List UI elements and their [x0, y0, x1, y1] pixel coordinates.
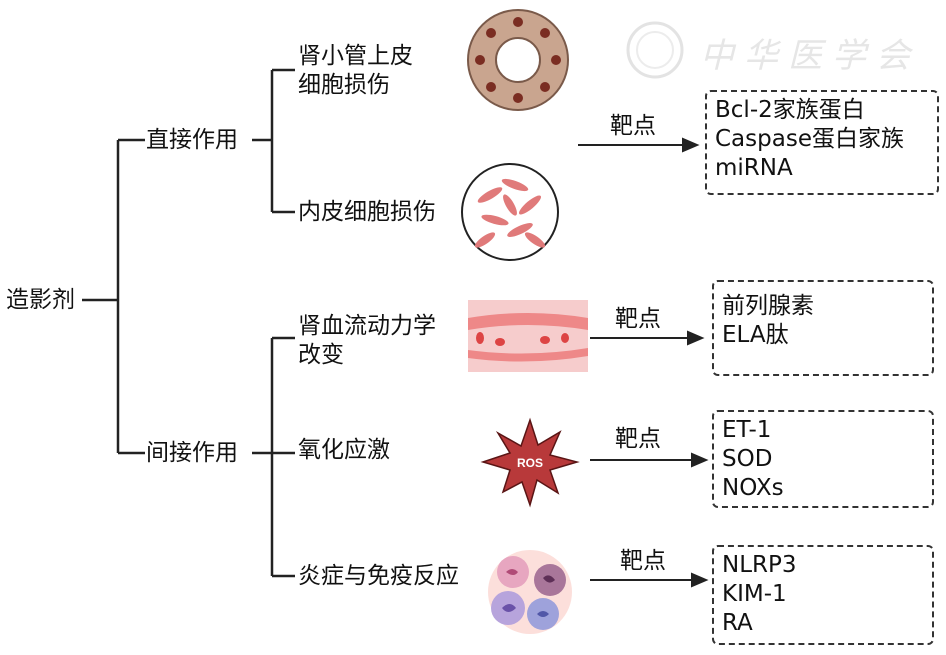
- target-box-direct: Bcl-2家族蛋白 Caspase蛋白家族 miRNA: [705, 90, 939, 195]
- immune-cells-icon: [488, 550, 572, 634]
- target-item: KIM-1: [722, 581, 787, 607]
- root-node: 造影剂: [6, 287, 75, 313]
- ros-label: ROS: [517, 456, 543, 470]
- branch-indirect: 间接作用: [146, 440, 238, 466]
- arrow-label: 靶点: [620, 548, 666, 574]
- target-item: Caspase蛋白家族: [715, 126, 904, 152]
- watermark-logo: 中华医学会: [626, 21, 920, 79]
- node-label-line: 肾血流动力学: [298, 313, 436, 339]
- target-box-oxidative: ET-1 SOD NOXs: [712, 410, 934, 508]
- target-item: 前列腺素: [722, 293, 814, 319]
- target-box-inflammation: NLRP3 KIM-1 RA: [712, 545, 934, 645]
- target-item: NOXs: [722, 475, 784, 501]
- target-item: Bcl-2家族蛋白: [715, 97, 865, 123]
- arrows: [578, 137, 709, 588]
- branch-direct: 直接作用: [146, 127, 238, 153]
- target-box-hemodynamics: 前列腺素 ELA肽: [712, 280, 934, 376]
- node-hemodynamics: 肾血流动力学 改变: [298, 312, 436, 370]
- node-endothelial-injury: 内皮细胞损伤: [298, 199, 436, 225]
- node-label-line: 改变: [298, 342, 344, 368]
- node-oxidative-stress: 氧化应激: [298, 437, 390, 463]
- arrow-label: 靶点: [615, 306, 661, 332]
- target-item: NLRP3: [722, 552, 797, 578]
- target-item: ET-1: [722, 417, 772, 443]
- node-label-line: 细胞损伤: [298, 72, 390, 98]
- target-item: miRNA: [715, 155, 793, 181]
- seal-icon: [626, 21, 684, 79]
- blood-vessel-constriction-icon: [468, 300, 588, 372]
- arrow-label: 靶点: [610, 113, 656, 139]
- arrow-label: 靶点: [615, 426, 661, 452]
- node-label-line: 肾小管上皮: [298, 43, 413, 69]
- node-tubule-injury: 肾小管上皮 细胞损伤: [298, 42, 413, 100]
- ros-burst-icon: ROS: [480, 417, 580, 508]
- renal-tubule-epithelium-icon: [467, 9, 569, 111]
- watermark-text: 中华医学会: [700, 36, 920, 76]
- target-item: RA: [722, 610, 753, 636]
- node-inflammation: 炎症与免疫反应: [298, 563, 459, 589]
- target-item: SOD: [722, 446, 773, 472]
- target-item: ELA肽: [722, 322, 789, 348]
- endothelial-cells-icon: [461, 163, 559, 261]
